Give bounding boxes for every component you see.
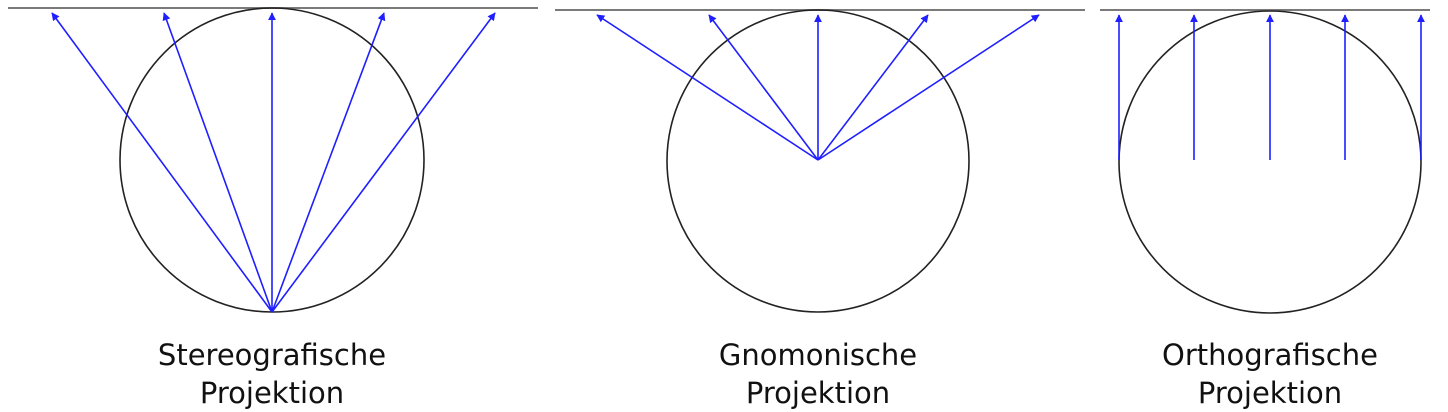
- stereographic-panel: [8, 7, 538, 313]
- projection-ray: [271, 12, 496, 313]
- orthographic-caption: Orthografische Projektion: [1110, 336, 1430, 412]
- orthographic-panel: [1100, 9, 1430, 314]
- projection-ray: [817, 14, 1040, 161]
- caption-line: Orthografische: [1162, 338, 1378, 372]
- sphere-circle: [1118, 10, 1422, 314]
- gnomonic-panel: [555, 9, 1085, 313]
- gnomonic-caption: Gnomonische Projektion: [658, 336, 978, 412]
- stereographic-caption: Stereografische Projektion: [112, 336, 432, 412]
- sphere-circle: [666, 9, 970, 313]
- projection-ray: [51, 12, 273, 313]
- projection-ray: [708, 14, 819, 161]
- caption-line: Gnomonische: [718, 338, 918, 372]
- caption-line: Projektion: [199, 376, 345, 410]
- projection-ray: [162, 12, 273, 313]
- projection-ray: [817, 14, 929, 161]
- projection-ray: [271, 12, 386, 313]
- projection-ray: [596, 14, 819, 161]
- caption-line: Stereografische: [157, 338, 387, 372]
- caption-line: Projektion: [745, 376, 891, 410]
- caption-line: Projektion: [1197, 376, 1343, 410]
